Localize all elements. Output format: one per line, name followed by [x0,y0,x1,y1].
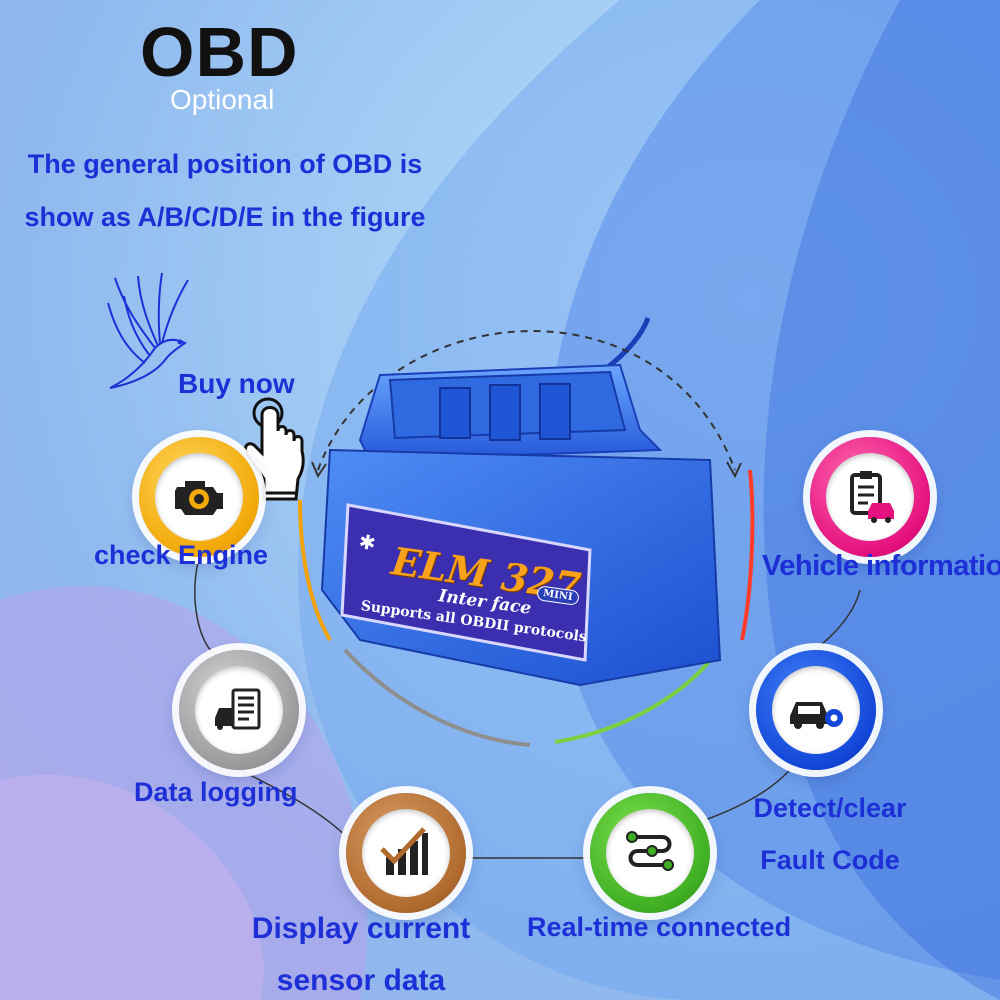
pointing-hand-icon [244,397,305,501]
page-title: OBD [140,13,299,91]
check-engine-circle [139,437,259,557]
svg-text:✱: ✱ [357,529,377,555]
data-logging-label: Data logging [134,777,298,807]
detect-clear-circle [756,650,876,770]
info-text: The general position of OBD is show as A… [24,149,426,232]
display-sensor-circle [346,793,466,913]
car-gear-icon [790,702,843,729]
realtime-circle [590,793,710,913]
connection-path-icon [626,831,674,871]
vehicle-information-label: Vehicle information [762,550,1000,582]
realtime-label: Real-time connected [527,912,792,942]
clipboard-car-icon [850,471,894,523]
data-logging-circle [179,650,299,770]
bar-chart-check-icon [380,827,428,875]
dove-icon [107,272,189,389]
car-document-icon [215,688,261,730]
vehicle-information-circle [810,437,930,557]
display-sensor-label: Display current sensor data [251,912,471,997]
elm327-device-image: ✱ [320,363,722,687]
buy-now-button[interactable]: Buy now [178,368,295,399]
engine-icon [175,481,223,515]
detect-clear-label: Detect/clear Fault Code [753,793,907,875]
page-subtitle: Optional [170,84,275,115]
check-engine-label: check Engine [94,540,269,570]
